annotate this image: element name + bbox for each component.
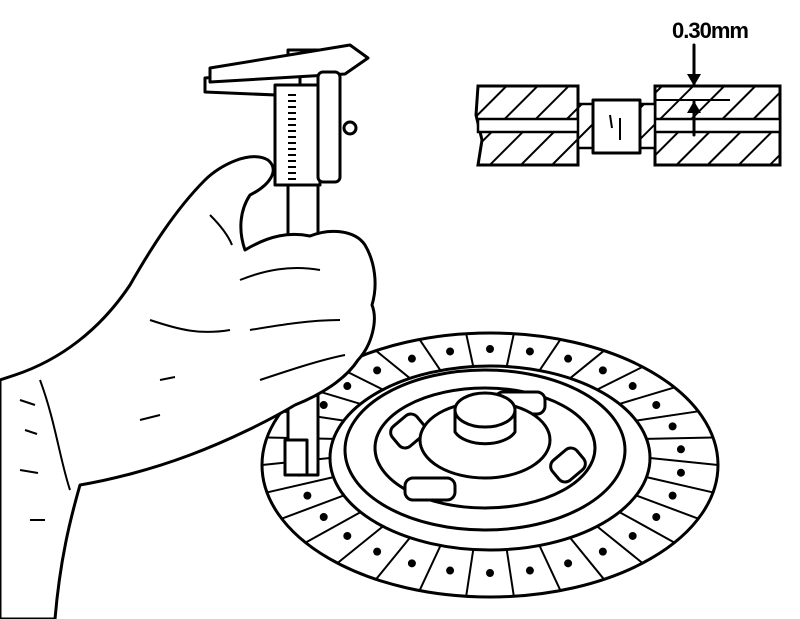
clutch-disc xyxy=(260,331,720,599)
segment-divider xyxy=(505,333,515,367)
segment-divider xyxy=(266,476,334,494)
dimension-label: 0.30mm xyxy=(672,18,748,43)
rivet-dot xyxy=(319,401,328,409)
segment-divider xyxy=(619,386,675,405)
segment-divider xyxy=(618,511,675,544)
segment-divider xyxy=(505,549,515,597)
rivet-dot xyxy=(446,347,455,356)
rivet-dot xyxy=(446,566,455,575)
segment-divider xyxy=(465,549,475,597)
rivet-dot xyxy=(319,513,328,521)
segment-divider xyxy=(646,436,714,440)
rivet-dot xyxy=(303,491,312,500)
rivet-dot xyxy=(668,491,677,500)
dimension-arrows xyxy=(687,43,701,137)
rivet-cross-section-inset: 0.30mm xyxy=(474,18,782,167)
rivet-dot xyxy=(598,547,607,556)
rivet-dot xyxy=(598,366,607,375)
rivet-dot xyxy=(343,531,352,540)
segment-divider xyxy=(305,511,362,544)
rivet-dot xyxy=(676,468,685,477)
segment-divider xyxy=(418,545,442,591)
segment-divider xyxy=(375,537,411,580)
rivet-dot xyxy=(525,347,534,356)
hand xyxy=(0,155,377,619)
rivet-dot xyxy=(525,566,534,575)
segment-divider xyxy=(465,333,475,367)
segment-divider xyxy=(569,349,605,380)
rivet-dot xyxy=(676,445,685,454)
rivet-dot xyxy=(668,422,677,431)
segment-divider xyxy=(646,476,714,494)
segment-divider xyxy=(635,494,699,520)
rivet-dot xyxy=(564,354,573,363)
segment-divider xyxy=(538,545,562,591)
rivet-dot xyxy=(486,345,494,353)
segment-divider xyxy=(336,525,384,564)
rivet-dot xyxy=(373,547,382,556)
rivet-dot xyxy=(564,559,573,568)
rivet-dot xyxy=(486,569,494,577)
rivet-dot xyxy=(628,382,637,391)
hub xyxy=(418,391,552,480)
segment-divider xyxy=(375,349,411,380)
rivet-dot xyxy=(652,513,661,521)
rivet-dot xyxy=(407,354,416,363)
segment-divider xyxy=(596,525,644,564)
rivet-dot xyxy=(628,531,637,540)
segment-divider xyxy=(649,457,719,466)
rivet-dot xyxy=(652,401,661,409)
friction-segments xyxy=(261,333,719,597)
segment-divider xyxy=(636,410,699,422)
segment-divider xyxy=(418,338,442,372)
rivet-dot xyxy=(343,382,352,391)
rivet-dot xyxy=(373,366,382,375)
segment-divider xyxy=(569,537,605,580)
segment-divider xyxy=(281,494,345,520)
segment-divider xyxy=(596,366,644,391)
segment-divider xyxy=(538,338,562,372)
rivet-dot xyxy=(407,559,416,568)
